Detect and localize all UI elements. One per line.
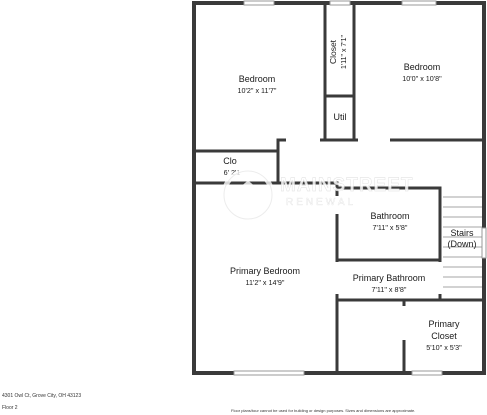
watermark-brand: MAINSTREET	[280, 175, 414, 196]
primary-bathroom-dims: 7'11" x 8'8"	[372, 285, 407, 294]
outer-walls	[192, 1, 486, 375]
watermark-logo: MAINSTREET RENEWAL	[221, 168, 414, 222]
windows	[233, 0, 487, 376]
util-label: Util	[334, 112, 347, 122]
bedroom-right-label: Bedroom	[404, 62, 441, 72]
door-openings	[286, 138, 442, 340]
footer-disclaimer: Floor plans/tour cannot be used for buil…	[231, 408, 416, 413]
stairs-label: Stairs	[450, 228, 474, 238]
closet-top-dims: 1'11" x 7'1"	[341, 34, 348, 68]
stairs-icon	[443, 196, 482, 288]
primary-closet-dims: 5'10" x 5'3"	[426, 343, 462, 352]
primary-bedroom-label: Primary Bedroom	[230, 266, 300, 276]
bathroom-dims: 7'11" x 5'8"	[373, 223, 408, 232]
primary-closet-label: Primary	[429, 319, 460, 329]
bedroom-right-dims: 10'0" x 10'8"	[402, 74, 442, 83]
footer-floor: Floor 2	[2, 405, 18, 411]
bedroom-left-label: Bedroom	[239, 74, 276, 84]
primary-bedroom-dims: 11'2" x 14'9"	[246, 278, 285, 287]
closet-small-dims: 6' 2'1	[224, 168, 241, 177]
primary-bathroom-label: Primary Bathroom	[353, 273, 426, 283]
closet-small-label: Clo	[223, 156, 237, 166]
primary-closet-label-2: Closet	[431, 331, 457, 341]
footer-address: 4301 Owl Ct, Grove City, OH 43123	[2, 393, 82, 399]
watermark-sub: RENEWAL	[286, 197, 356, 208]
closet-top-label: Closet	[328, 39, 338, 64]
stairs-sublabel: (Down)	[447, 239, 476, 249]
bathroom-label: Bathroom	[370, 211, 409, 221]
bedroom-left-dims: 10'2" x 11'7"	[238, 86, 277, 95]
